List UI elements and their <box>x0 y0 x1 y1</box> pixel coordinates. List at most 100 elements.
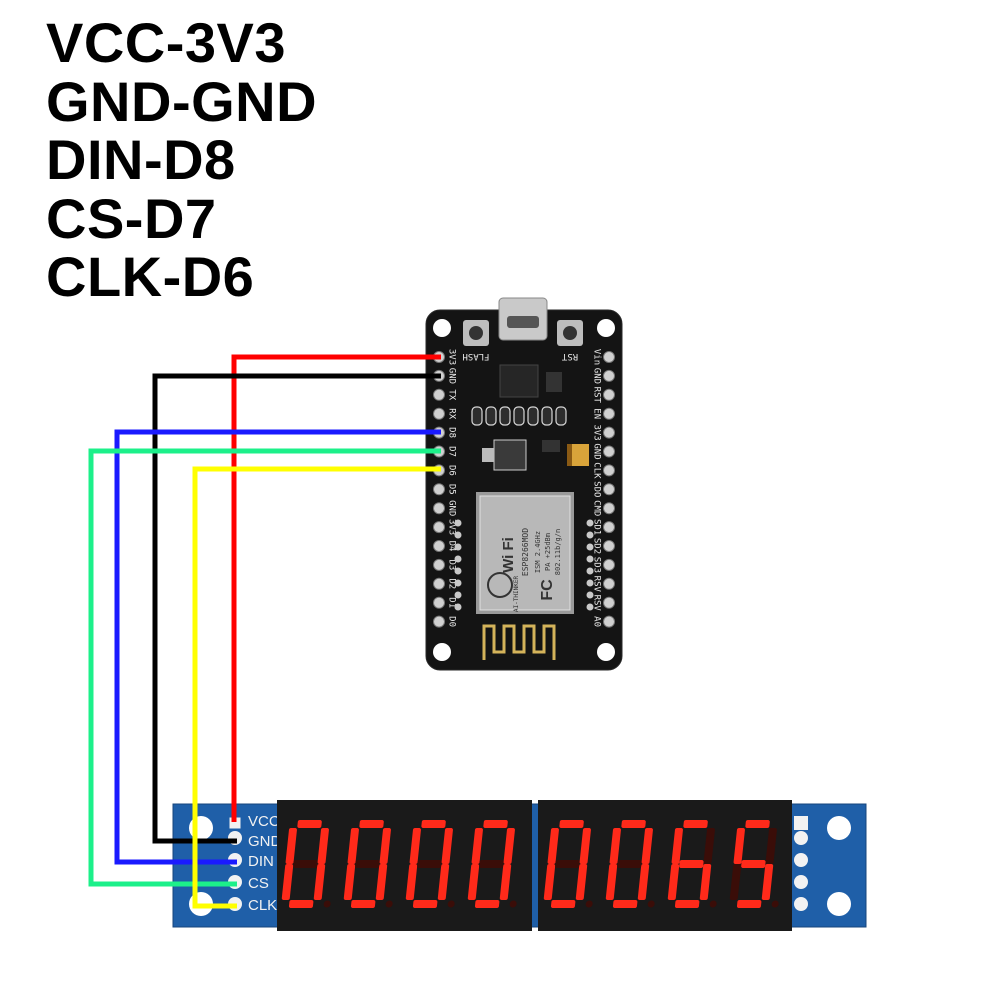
segment <box>503 828 515 864</box>
seven-segment-digit <box>605 820 655 908</box>
segment <box>674 900 700 908</box>
module-spec3: 802.11b/g/n <box>554 529 562 575</box>
legend-line-vcc: VCC-3V3 <box>46 11 287 74</box>
nodemcu-pin-label: D2 <box>447 578 457 589</box>
seven-segment-digit <box>405 820 455 908</box>
segment <box>375 864 388 900</box>
nodemcu-pin-right <box>603 558 615 571</box>
nodemcu-pin-label: GND <box>592 443 602 459</box>
segment <box>637 864 650 900</box>
legend-line-cs: CS-D7 <box>46 186 217 250</box>
nodemcu-board: FLASH RST Wi Fi ESP8266MOD ISM 2.4GHz <box>425 297 623 671</box>
segment <box>409 828 421 864</box>
segment <box>641 828 653 864</box>
mount-hole <box>827 816 851 840</box>
capacitor <box>567 444 589 466</box>
nodemcu-pin-label: Vin <box>592 349 602 365</box>
nodemcu-pin-label: D3 <box>447 559 457 570</box>
nodemcu-pin-label: 3V3 <box>447 519 457 535</box>
segment <box>281 864 294 900</box>
segment <box>405 864 418 900</box>
nodemcu-pin-right <box>603 615 615 628</box>
segment <box>765 828 777 864</box>
segment <box>343 864 356 900</box>
segment <box>347 828 359 864</box>
display-pin-gnd: GND <box>248 833 282 850</box>
flash-label: FLASH <box>462 351 489 361</box>
nodemcu-pin-right <box>603 596 615 609</box>
mount-hole <box>597 643 615 661</box>
connection-legend: VCC-3V3 GND-GND DIN-D8 CS-D7 CLK-D6 <box>46 11 317 307</box>
nodemcu-pin-left <box>433 577 445 590</box>
mount-hole <box>433 319 451 337</box>
nodemcu-pin-right <box>603 521 615 534</box>
segment <box>617 860 642 868</box>
segment <box>293 860 318 868</box>
max7219-display-module: VCC GND DIN CS CLK <box>172 800 867 931</box>
nodemcu-pin-label: RST <box>592 387 602 404</box>
nodemcu-pin-label: GND <box>447 368 457 384</box>
segment <box>575 864 588 900</box>
wire-din <box>114 429 441 865</box>
nodemcu-pin-left <box>433 596 445 609</box>
wire-cs <box>88 448 441 887</box>
pcb-antenna <box>482 624 556 660</box>
decimal-point <box>771 900 779 908</box>
segment <box>679 860 704 868</box>
segment <box>317 828 329 864</box>
segment <box>499 864 512 900</box>
mount-hole <box>597 319 615 337</box>
nodemcu-pin-label: 3V3 <box>592 424 602 440</box>
nodemcu-pin-label: D4 <box>447 541 457 552</box>
nodemcu-pin-right <box>603 445 615 458</box>
segment <box>421 820 446 828</box>
fc-mark: FC <box>539 579 556 601</box>
segment <box>671 828 683 864</box>
nodemcu-pin-label: SD1 <box>592 519 602 535</box>
segment <box>417 860 442 868</box>
seven-segment-digit <box>729 820 779 908</box>
segment <box>479 860 504 868</box>
nodemcu-pin-label: CMD <box>592 500 602 516</box>
segment <box>550 900 576 908</box>
seven-segment-digit <box>667 820 717 908</box>
nodemcu-pin-right <box>603 388 615 401</box>
seven-segment-digits <box>281 820 779 908</box>
decimal-point <box>709 900 717 908</box>
seven-segment-digit <box>543 820 593 908</box>
nodemcu-pin-label: D8 <box>447 427 457 438</box>
esp8266-module: Wi Fi ESP8266MOD ISM 2.4GHz PA +25dBm 80… <box>476 492 574 614</box>
module-model: ESP8266MOD <box>521 528 530 576</box>
nodemcu-pin-label: RSV <box>592 595 602 612</box>
display-pin-cs: CS <box>248 875 269 892</box>
segment <box>729 864 742 900</box>
segment <box>559 820 584 828</box>
mount-hole <box>433 643 451 661</box>
nodemcu-pin-label: D7 <box>447 446 457 457</box>
thinker-logo-icon <box>487 572 513 598</box>
decimal-point <box>447 900 455 908</box>
segment <box>313 864 326 900</box>
segment <box>350 900 376 908</box>
segment <box>761 864 774 900</box>
seven-segment-digit <box>343 820 393 908</box>
nodemcu-pin-label: A0 <box>592 616 602 627</box>
segment <box>547 828 559 864</box>
nodemcu-pin-label: GND <box>447 500 457 516</box>
wires <box>88 354 441 909</box>
nodemcu-pin-label: SD3 <box>592 557 602 573</box>
segment <box>579 828 591 864</box>
segment <box>699 864 712 900</box>
segment <box>441 828 453 864</box>
nodemcu-pin-left <box>433 558 445 571</box>
nodemcu-pin-label: RSV <box>592 576 602 593</box>
segment <box>474 900 500 908</box>
seven-segment-digit <box>467 820 517 908</box>
segment <box>621 820 646 828</box>
segment <box>555 860 580 868</box>
segment <box>667 864 680 900</box>
segment <box>288 900 314 908</box>
legend-line-din: DIN-D8 <box>46 128 236 191</box>
decimal-point <box>585 900 593 908</box>
